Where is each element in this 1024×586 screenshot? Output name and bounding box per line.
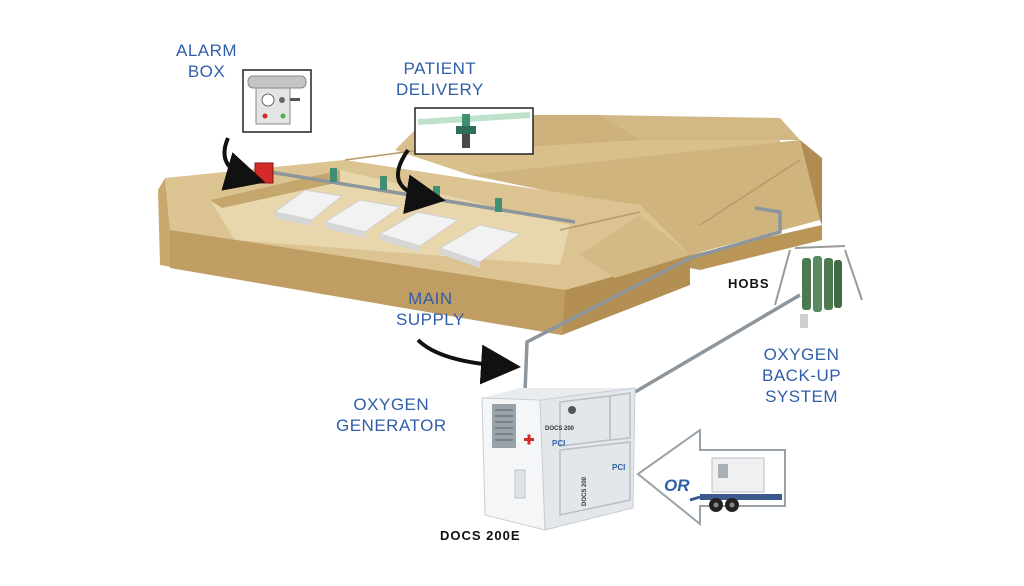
oxygen-backup-label: OXYGEN BACK-UP SYSTEM [762, 344, 841, 407]
hobs-cylinder-rack [774, 245, 863, 328]
docs-model-label: DOCS 200E [440, 528, 521, 543]
alarm-box-inset [242, 69, 312, 133]
alarm-box-label-line-2: BOX [187, 62, 226, 81]
alarm-box-label-line-1: ALARM [176, 41, 238, 60]
generator-brand-marking-a: PCI [552, 439, 565, 448]
generator-brand-marking-b: PCI [612, 463, 625, 472]
oxygen-generator [481, 387, 636, 531]
trailer-generator-icon [689, 457, 782, 512]
or-label: OR [664, 476, 690, 495]
oxygen-backup-label-line-3: SYSTEM [765, 387, 838, 406]
patient-delivery-label-line-1: PATIENT [403, 59, 477, 78]
beds [273, 189, 522, 268]
oxygen-generator-label-line-1: OXYGEN [353, 395, 430, 414]
patient-delivery-label-line-2: DELIVERY [396, 80, 484, 99]
oxygen-backup-label-line-2: BACK-UP [762, 366, 842, 385]
patient-delivery-inset [414, 107, 534, 155]
patient-delivery-label: PATIENT DELIVERY [396, 58, 484, 100]
alarm-box-unit [254, 162, 274, 184]
generator-model-marking-a: DOCS 200 [545, 426, 575, 432]
main-supply-label: MAIN SUPPLY [396, 288, 465, 330]
main-supply-label-line-1: MAIN [408, 289, 453, 308]
oxygen-generator-label: OXYGEN GENERATOR [336, 394, 447, 436]
main-supply-label-line-2: SUPPLY [396, 310, 465, 329]
hobs-label: HOBS [728, 276, 770, 291]
alarm-box-label: ALARM BOX [176, 40, 237, 82]
oxygen-generator-label-line-2: GENERATOR [336, 416, 447, 435]
generator-model-marking-b: DOCS 200 [582, 476, 588, 506]
pointer-arrows [221, 137, 521, 385]
oxygen-backup-label-line-1: OXYGEN [763, 345, 840, 364]
